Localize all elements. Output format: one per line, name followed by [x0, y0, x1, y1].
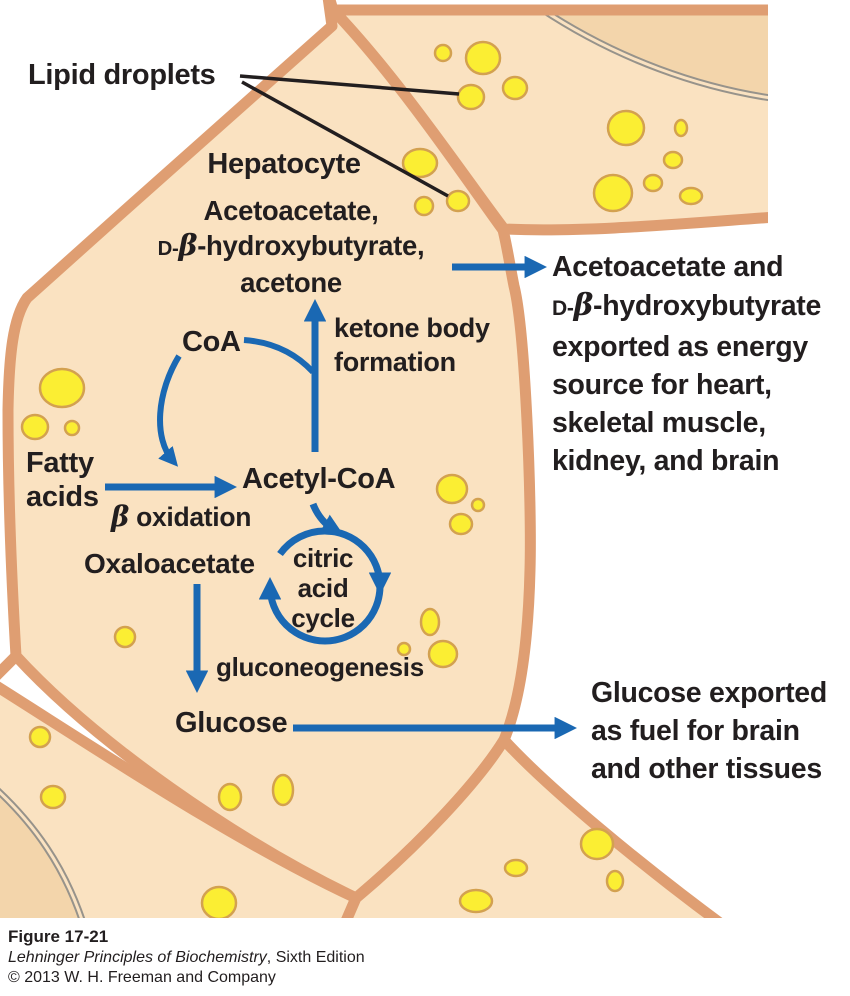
fatty-acids-label: Fatty acids: [26, 447, 99, 513]
small-cap-d: D-: [552, 297, 574, 320]
glucose-export-text: Glucose exported as fuel for brain and o…: [591, 677, 827, 785]
ketone-products-line3: acetone: [240, 267, 342, 298]
pointer-line-2: [241, 80, 449, 198]
citric-acid-cycle-label: citric acid cycle: [291, 543, 355, 633]
figure-number: Figure 17-21: [8, 927, 109, 946]
ketone-products-line2: D-β-hydroxybutyrate,: [157, 228, 425, 262]
lipid-droplets-label: Lipid droplets: [28, 59, 216, 91]
acetyl-coa-label: Acetyl-CoA: [242, 463, 396, 495]
small-cap-d: D-: [157, 238, 179, 260]
hepatocyte-title: Hepatocyte: [207, 148, 361, 180]
beta-oxidation-label: β oxidation: [111, 501, 252, 533]
gluconeogenesis-label: gluconeogenesis: [216, 652, 424, 682]
ketone-body-formation-label: ketone body formation: [334, 313, 490, 377]
sinusoid-region-top: [542, 10, 790, 99]
coa-label: CoA: [182, 326, 241, 358]
citric-cycle-arc-top: [324, 527, 392, 595]
pathway-arrows: [105, 255, 577, 740]
pointer-line-1: [239, 74, 460, 96]
arrow-coa-release: [243, 337, 316, 375]
lipid-droplet-pointed-2: [445, 189, 471, 213]
glucose-label: Glucose: [175, 707, 288, 739]
lipid-droplets: [20, 40, 704, 921]
book-reference: Lehninger Principles of Biochemistry, Si…: [8, 949, 365, 967]
beta-symbol: β: [573, 287, 594, 322]
ketone-products-label: Acetoacetate, D-β-hydroxybutyrate, aceto…: [101, 194, 481, 300]
book-edition: , Sixth Edition: [266, 949, 365, 966]
neighbor-cell-bottom-right: [334, 734, 730, 941]
lipid-droplets-pointer-lines: [239, 74, 460, 198]
citric-cycle-arc-bottom: [258, 577, 384, 645]
membrane-notch: [0, 650, 22, 680]
book-title: Lehninger Principles of Biochemistry: [8, 949, 267, 966]
oxaloacetate-label: Oxaloacetate: [84, 548, 255, 579]
copyright-line: © 2013 W. H. Freeman and Company: [8, 969, 276, 986]
ketone-products-line1: Acetoacetate,: [203, 195, 379, 226]
lipid-droplet-pointed-1: [456, 83, 486, 111]
citric-cycle-arc-upperleft: [277, 527, 326, 557]
beta-symbol: β: [178, 228, 198, 262]
arrow-coa-recycle: [157, 354, 182, 467]
neighbor-cell-bottom-left: [0, 681, 362, 941]
ketones-export-text: Acetoacetate and D-β-hydroxybutyrate exp…: [552, 251, 822, 477]
beta-symbol: β: [111, 501, 129, 533]
sinusoid-region-corner: [0, 792, 86, 930]
